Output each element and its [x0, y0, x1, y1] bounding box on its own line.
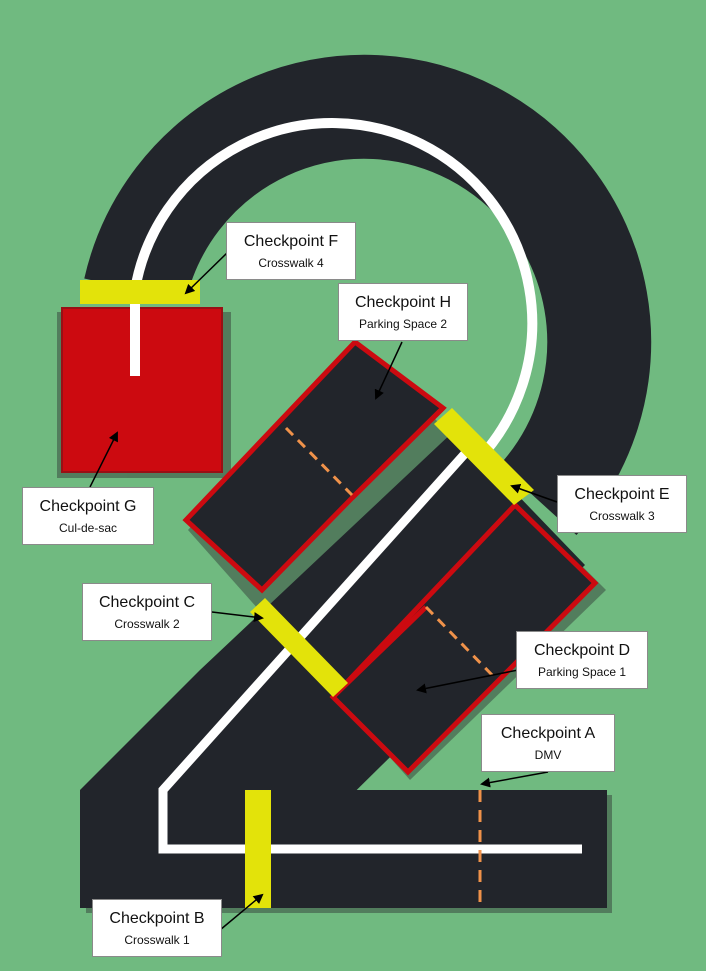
- parking-space-2-curb: [350, 406, 445, 500]
- cul-de-sac-centerline: [130, 300, 140, 376]
- checkpoint-h-label: Checkpoint H Parking Space 2: [338, 283, 468, 341]
- arrow-f: [184, 251, 229, 295]
- checkpoint-e-title: Checkpoint E: [574, 485, 670, 503]
- parking-lot-lower: [329, 501, 599, 776]
- crosswalk-1: [245, 790, 271, 908]
- parking-space-1-curb: [331, 605, 428, 699]
- checkpoint-h-title: Checkpoint H: [354, 293, 452, 311]
- checkpoint-c-subtitle: Crosswalk 2: [114, 616, 180, 631]
- checkpoint-a-title: Checkpoint A: [500, 724, 596, 742]
- crosswalk-4: [80, 280, 200, 304]
- checkpoint-e-label: Checkpoint E Crosswalk 3: [557, 475, 687, 533]
- checkpoint-f-title: Checkpoint F: [243, 232, 339, 250]
- arrow-b: [219, 893, 264, 931]
- checkpoint-d-label: Checkpoint D Parking Space 1: [516, 631, 648, 689]
- parking-lot-upper: [182, 338, 447, 594]
- arrow-e: [510, 483, 558, 503]
- arrow-a: [480, 771, 549, 788]
- cul-de-sac: [62, 308, 222, 472]
- checkpoint-f-label: Checkpoint F Crosswalk 4: [226, 222, 356, 280]
- checkpoint-g-subtitle: Cul-de-sac: [58, 520, 118, 535]
- arrow-h: [374, 341, 403, 400]
- loop-centerline: [130, 118, 538, 464]
- crosswalk-3: [434, 408, 534, 505]
- checkpoint-a-subtitle: DMV: [534, 747, 562, 762]
- bottom-centerline: [158, 444, 582, 854]
- checkpoint-c-title: Checkpoint C: [98, 593, 196, 611]
- checkpoint-b-title: Checkpoint B: [109, 909, 205, 927]
- checkpoint-b-subtitle: Crosswalk 1: [124, 932, 190, 947]
- checkpoint-e-subtitle: Crosswalk 3: [589, 508, 655, 523]
- checkpoint-g-label: Checkpoint G Cul-de-sac: [22, 487, 154, 545]
- arrow-g: [89, 431, 118, 488]
- checkpoint-d-subtitle: Parking Space 1: [537, 664, 627, 679]
- checkpoint-d-title: Checkpoint D: [533, 641, 631, 659]
- callout-arrows: [89, 251, 558, 931]
- checkpoint-b-label: Checkpoint B Crosswalk 1: [92, 899, 222, 957]
- arrow-d: [416, 669, 519, 694]
- arrow-c: [211, 611, 264, 623]
- checkpoint-c-label: Checkpoint C Crosswalk 2: [82, 583, 212, 641]
- checkpoint-a-label: Checkpoint A DMV: [481, 714, 615, 772]
- crosswalk-2: [250, 598, 348, 697]
- checkpoint-g-title: Checkpoint G: [39, 497, 137, 515]
- checkpoint-h-subtitle: Parking Space 2: [358, 316, 448, 331]
- checkpoint-f-subtitle: Crosswalk 4: [258, 255, 324, 270]
